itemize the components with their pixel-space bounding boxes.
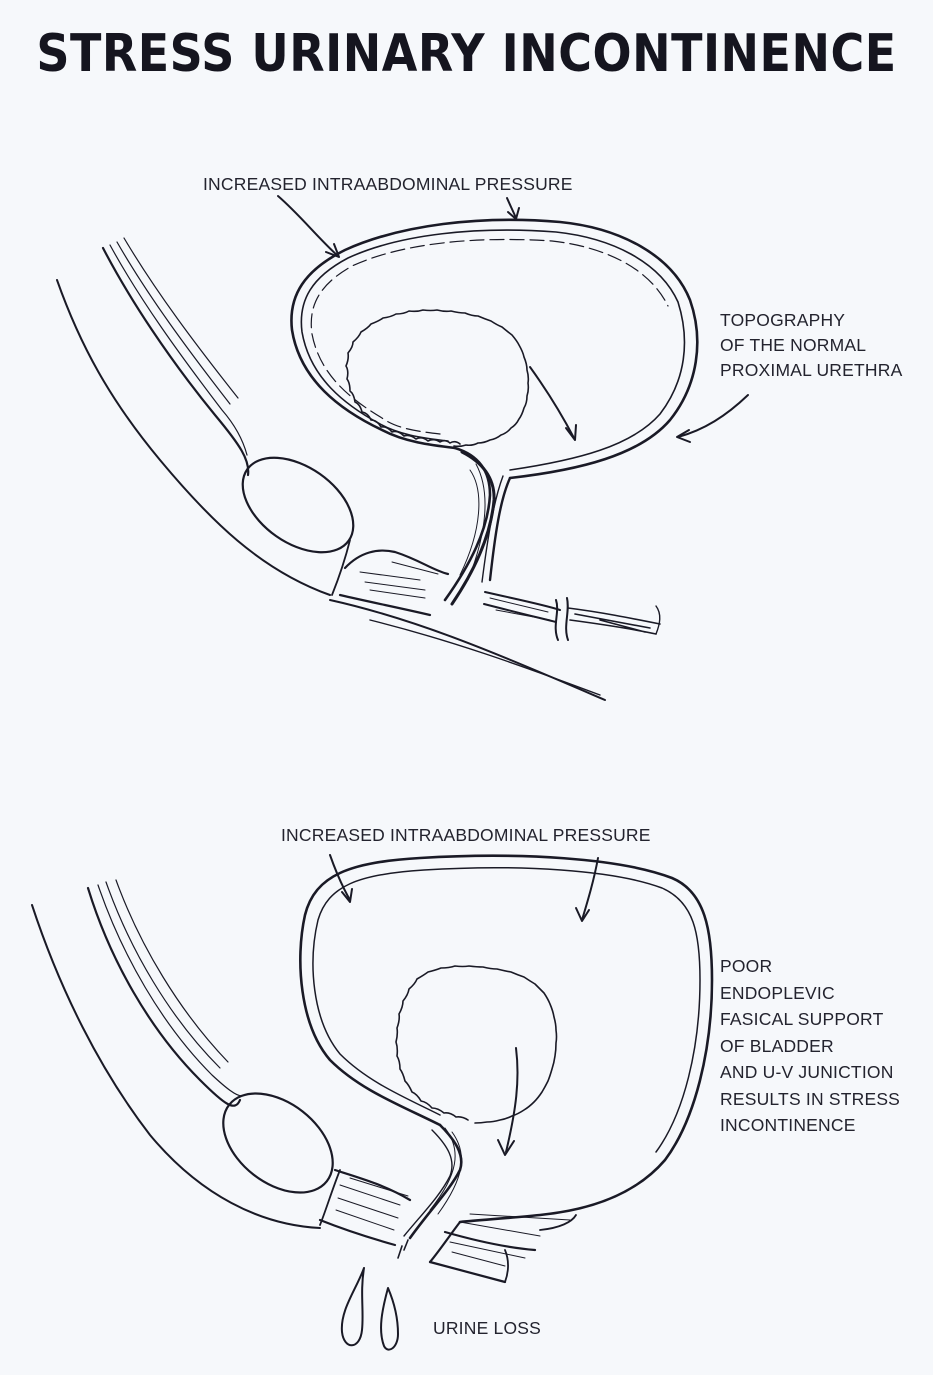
bottom-pressure-arrow-right-head [576,908,589,921]
top-abdominal-wall-inner [103,248,248,475]
urine-stream-dots [398,1240,408,1258]
top-urethra-shading [460,464,485,580]
top-abdominal-wall-outer [57,280,330,595]
bottom-vagina-striations [336,1178,408,1230]
top-inner-arrow [530,367,574,438]
top-pressure-arrow-left [278,196,338,256]
bottom-urethra-left-2 [404,1130,452,1236]
bottom-inner-arrow-head [498,1140,514,1155]
top-vagina-posterior-fibers [490,598,550,620]
top-pubic-bone [225,438,370,571]
bottom-urethra-fibers [430,1128,461,1214]
top-diagram [57,196,748,700]
bottom-abdominal-wall-outer [32,905,320,1228]
bottom-urethra-right [430,1222,460,1262]
bottom-abdominal-wall-inner [88,888,240,1106]
bottom-pressure-arrow-right [582,858,598,920]
top-rectum-segment [568,608,660,634]
top-bladder-outer-wall-3 [311,239,668,434]
bottom-pubic-bone [205,1073,352,1212]
top-vagina-posterior [484,592,560,622]
top-rectum-end [656,606,660,634]
bottom-bladder-inner-wall [396,966,557,1123]
top-vagina-striations [360,562,438,598]
top-vagina-upper [345,551,448,574]
top-pelvic-floor-1 [330,600,605,700]
bottom-diagram [32,855,712,1350]
top-perineal-cut [556,598,568,640]
top-bladder-outer-wall-2 [301,230,684,470]
urine-drop-left [342,1268,364,1345]
bottom-urethra-left [410,1125,461,1238]
bottom-bladder-outer-wall [300,856,712,1222]
bottom-vagina-lower [320,1220,395,1245]
bottom-rectus-fibers [98,880,242,1096]
bottom-inner-arrow [506,1048,518,1152]
urine-drop-right [381,1288,398,1350]
bottom-bladder-outer-wall-2 [313,868,700,1152]
